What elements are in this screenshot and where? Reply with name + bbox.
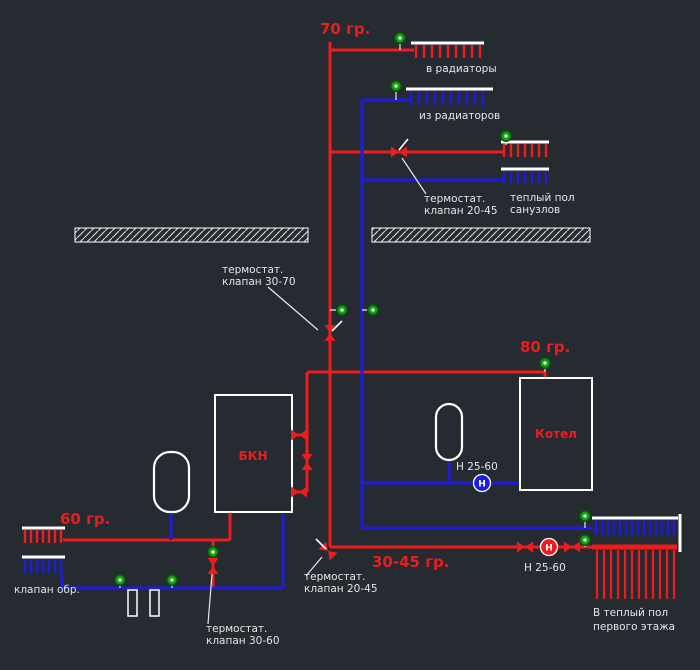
radiator-bars (22, 41, 682, 559)
pump-floor-circuit: Н (539, 537, 559, 557)
pump-icon (539, 537, 559, 557)
wall-hatch-left (74, 227, 309, 243)
label-dhw-temp: 60 гр. (60, 510, 110, 528)
pump-boiler-circuit: Н (472, 473, 492, 493)
pump-letter: Н (545, 544, 553, 554)
label-thermo-valve-floor-2: клапан 20-45 (304, 583, 378, 595)
boiler-label: Котел (535, 427, 577, 441)
temp-sensor-icon (500, 130, 512, 142)
label-warm-floor-bath-2: санузлов (510, 204, 560, 216)
label-from-radiators: из радиаторов (419, 110, 500, 122)
radiator-supply-fins (414, 45, 482, 58)
label-boiler-temp: 80 гр. (520, 338, 570, 356)
label-floor-temp: 30-45 гр. (372, 553, 449, 571)
bath-floor-return-fins (502, 171, 548, 184)
temp-sensor-icon (394, 32, 406, 44)
check-valve-return-fins (23, 559, 63, 573)
bath-floor-supply-fins (502, 144, 548, 157)
temp-sensor-icon (166, 574, 178, 586)
towel-rail-supply-fins (23, 530, 63, 543)
temp-sensor-icon (579, 534, 591, 546)
filter-icon (149, 589, 160, 617)
bkn-box (214, 394, 293, 513)
floor-manifold-return-fins (594, 520, 676, 535)
valve-icon (564, 541, 580, 553)
leader-lines (207, 157, 427, 625)
valve-actuator-icon (207, 546, 219, 558)
label-warm-floor-first-2: первого этажа (593, 621, 675, 633)
temp-sensor-icon (579, 510, 591, 522)
red-pipe-network (63, 42, 592, 588)
label-warm-floor-bath-1: теплый пол (510, 192, 575, 204)
label-warm-floor-first-1: В теплый пол (593, 607, 668, 619)
water-filters (127, 589, 160, 617)
label-to-radiators: в радиаторы (426, 63, 497, 75)
valve-icon (301, 454, 313, 470)
label-thermo-valve-floor-1: термостат. (304, 571, 365, 583)
temp-sensor-icon (114, 574, 126, 586)
label-thermo-valve-dhw-2: клапан 30-60 (206, 635, 280, 647)
thermostatic-valve-icon (324, 325, 336, 341)
expansion-tank-left (152, 450, 191, 514)
temp-sensor-icon (539, 357, 551, 369)
label-supply-temp-top: 70 гр. (320, 20, 370, 38)
label-thermo-valve-dhw-1: термостат. (206, 623, 267, 635)
supply-pipes-red (23, 42, 677, 599)
sensors (114, 32, 591, 588)
label-pump-floor-model: Н 25-60 (524, 562, 566, 574)
temp-sensor-icon (367, 304, 379, 316)
valve-handles (315, 138, 409, 550)
thermostatic-valve-icon (207, 558, 219, 574)
pump-letter: Н (478, 480, 486, 490)
boiler-box (519, 377, 593, 491)
filter-icon (127, 589, 138, 617)
label-thermo-valve-mid-1: термостат. (222, 264, 283, 276)
wall-hatch-right (371, 227, 591, 243)
valve-icon (291, 429, 307, 441)
label-thermo-valve-top-1: термостат. (424, 193, 485, 205)
temp-sensor-icon (336, 304, 348, 316)
boiler: Котел (519, 377, 593, 491)
label-thermo-valve-mid-2: клапан 30-70 (222, 276, 296, 288)
sensor-stems (119, 43, 586, 588)
valve-icon (517, 541, 533, 553)
blue-pipe-network (60, 98, 594, 590)
label-pump-boiler-model: Н 25-60 (456, 461, 498, 473)
thermostatic-valve-icon (391, 146, 407, 158)
bkn-tank: БКН (214, 394, 293, 513)
radiator-return-fins (409, 91, 485, 105)
floor-loop-pipes (595, 550, 676, 599)
bkn-label: БКН (239, 449, 268, 463)
valve-icon (291, 486, 307, 498)
pump-icon (472, 473, 492, 493)
wall-hatch (74, 227, 591, 243)
expansion-tank-right (434, 402, 464, 462)
label-thermo-valve-top-2: клапан 20-45 (424, 205, 498, 217)
return-pipes-blue (23, 91, 676, 590)
valves (207, 138, 580, 574)
temp-sensor-icon (390, 80, 402, 92)
label-check-valve: клапан обр. (14, 584, 80, 596)
